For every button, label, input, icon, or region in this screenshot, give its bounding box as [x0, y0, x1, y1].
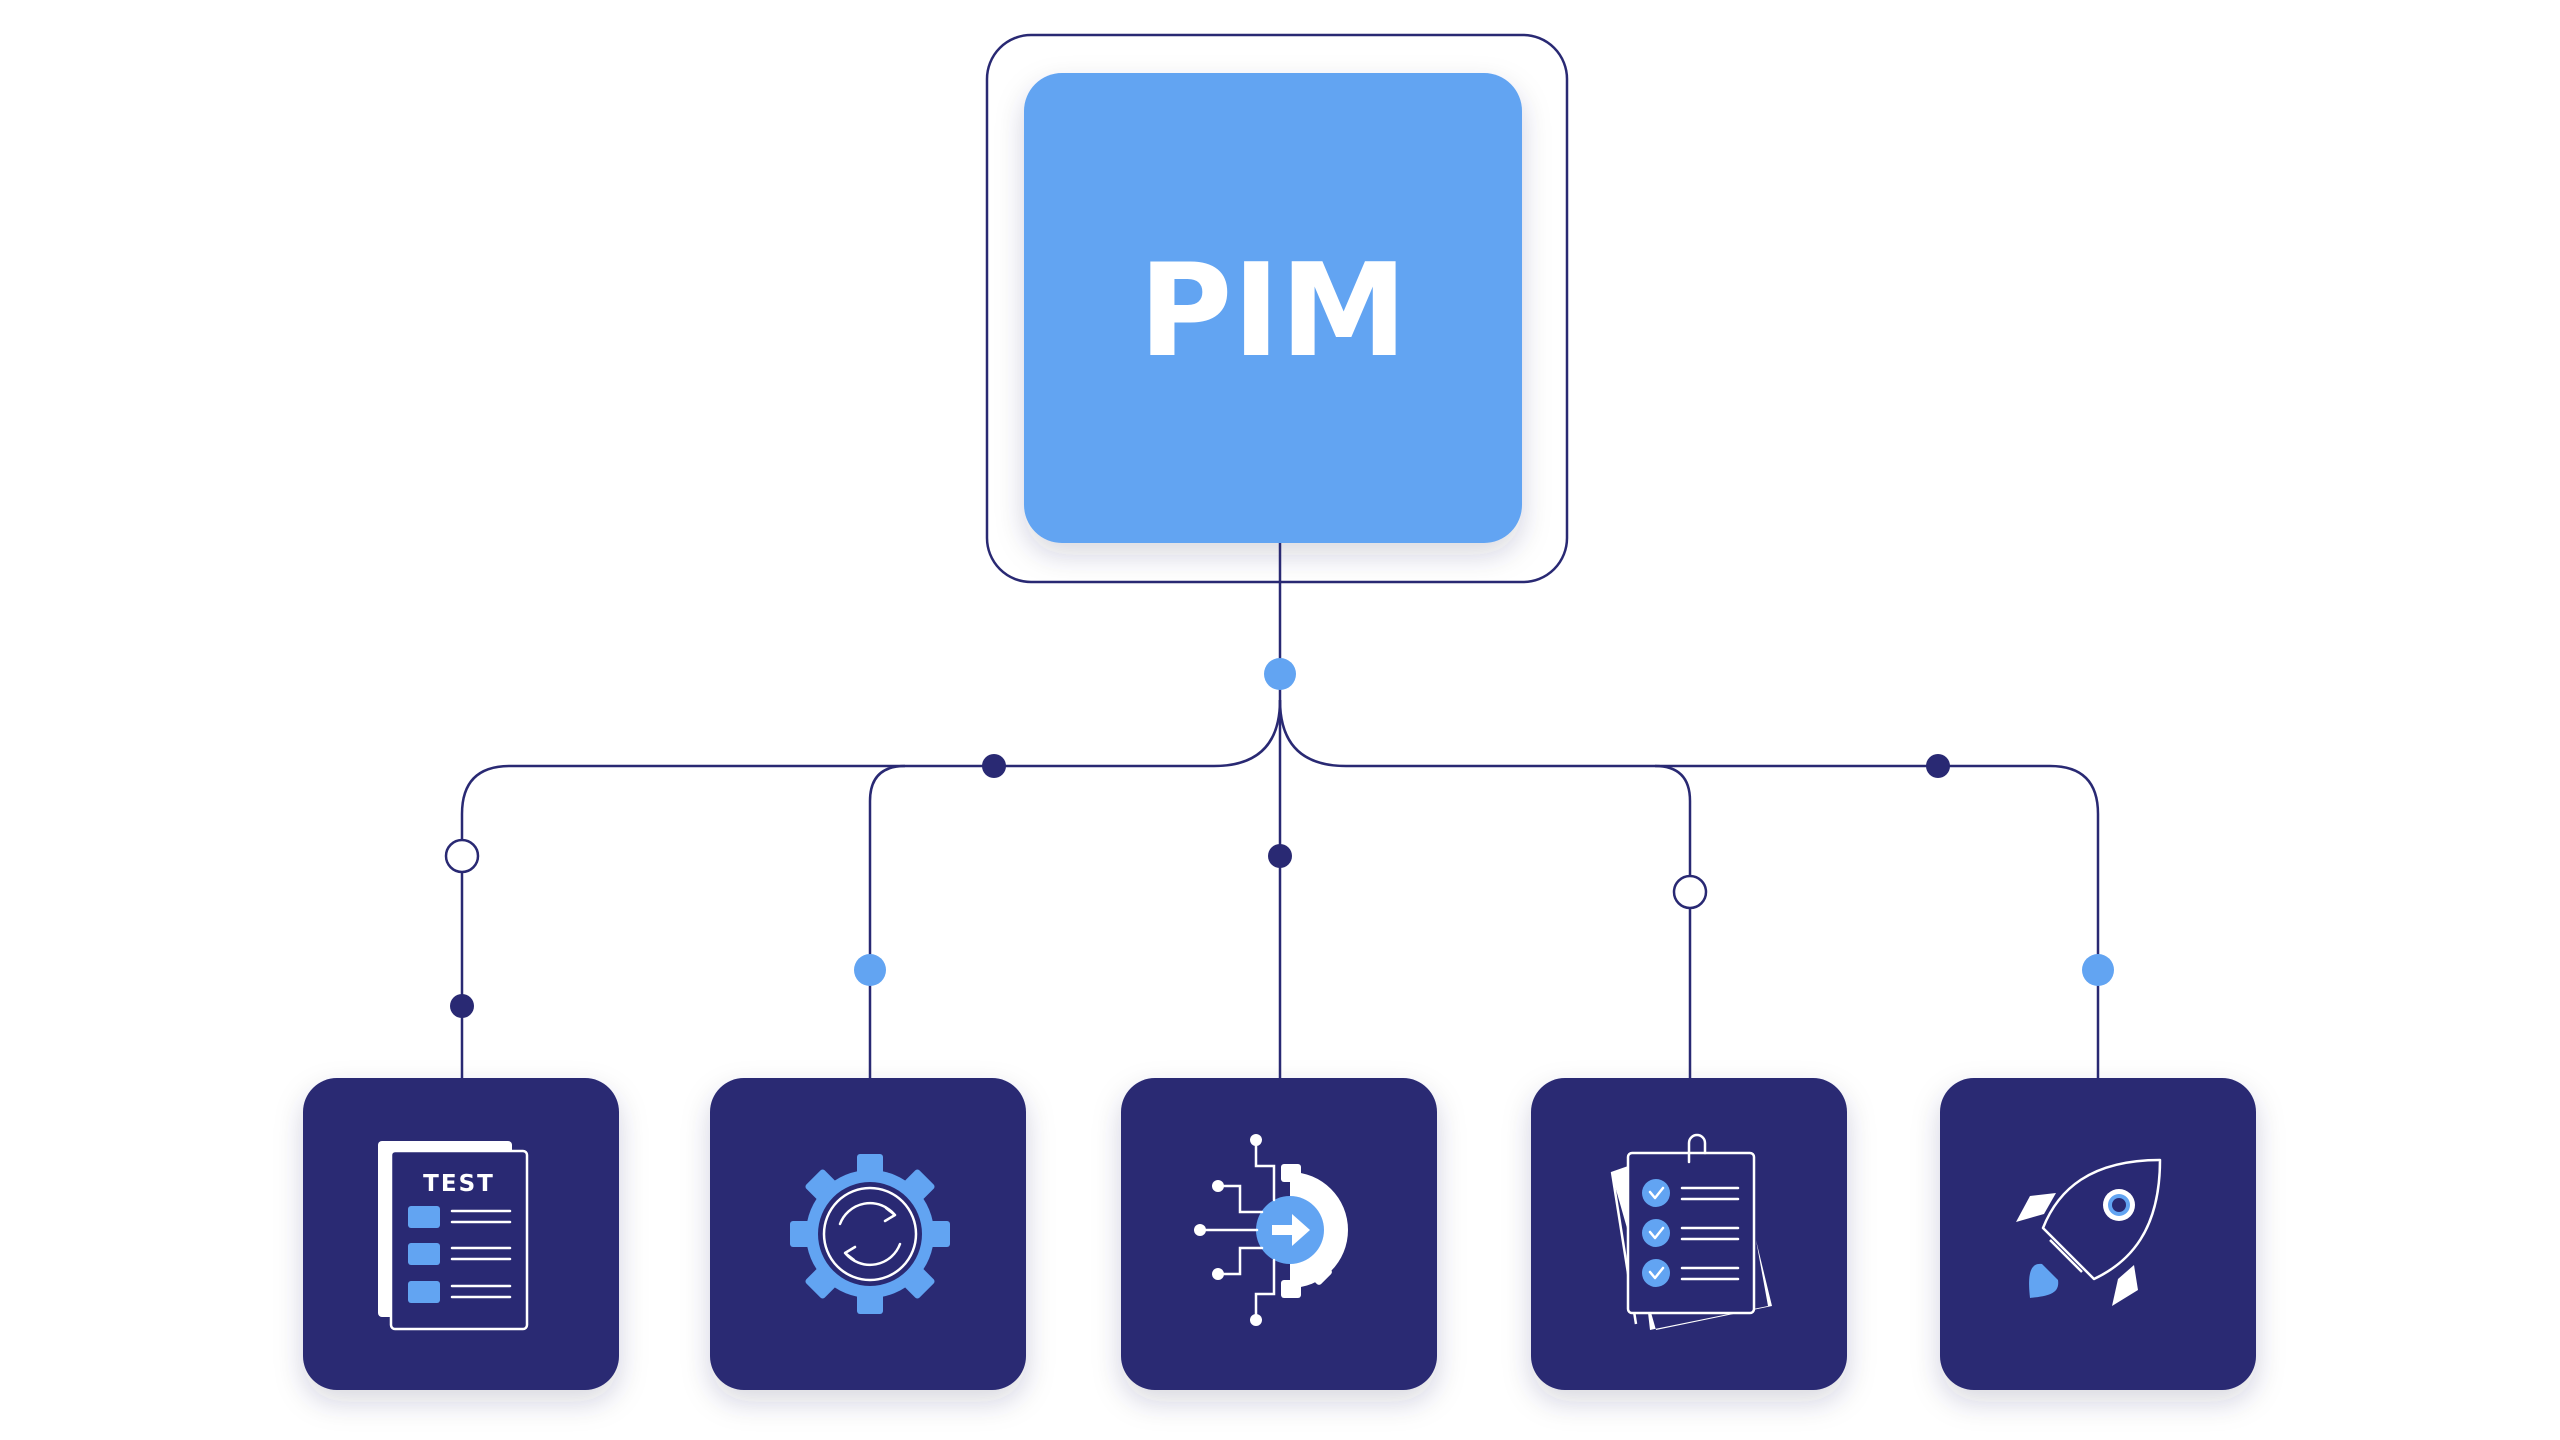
rocket-icon	[2016, 1158, 2162, 1306]
pim-root-box	[1024, 73, 1522, 543]
gear-circuit-arrow-icon	[1194, 1134, 1348, 1326]
junction-dot-main	[1264, 658, 1296, 690]
node-launch	[1940, 1078, 2256, 1390]
test-label: TEST	[423, 1171, 495, 1197]
gear-sync-icon	[790, 1154, 950, 1314]
node-integration	[1121, 1078, 1437, 1390]
dot-node1	[450, 994, 474, 1018]
node-checklist	[1531, 1078, 1847, 1390]
branch-right-inner	[1654, 764, 1692, 1078]
clipboard-checklist-icon	[1610, 1133, 1772, 1330]
connector-lines	[460, 543, 2100, 1078]
hollow-dot-node1	[444, 838, 480, 874]
dot-center-vertical	[1268, 844, 1292, 868]
hollow-dot-node4	[1672, 874, 1708, 910]
test-document-icon: TEST	[378, 1141, 529, 1331]
node-sync	[710, 1078, 1026, 1390]
dot-left-horizontal	[982, 754, 1006, 778]
dot-node5	[2082, 954, 2114, 986]
dot-node2	[854, 954, 886, 986]
pim-root-outline	[985, 33, 1569, 584]
pim-root-label: PIM	[1139, 237, 1408, 386]
connector-dots	[444, 658, 2114, 1018]
branch-left-inner	[868, 764, 906, 1078]
dot-right-horizontal	[1926, 754, 1950, 778]
node-test: TEST	[303, 1078, 619, 1390]
branch-right-main	[1278, 699, 2100, 1078]
branch-left-main	[460, 699, 1282, 1078]
pim-root-node: PIM	[985, 33, 1569, 584]
